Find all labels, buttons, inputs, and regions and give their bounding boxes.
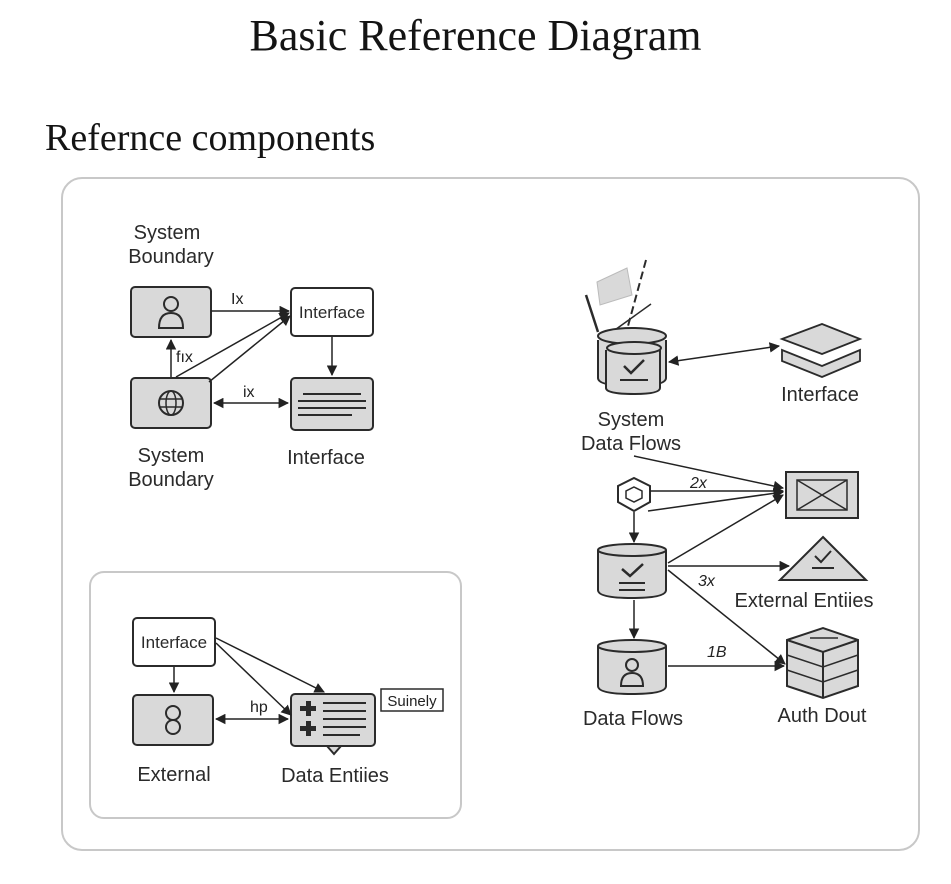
callout-label: Suinely: [387, 693, 437, 710]
inner-interface-label: Interface: [141, 633, 207, 652]
system-data-flows-label-1: System: [598, 409, 665, 431]
page-title: Basic Reference Diagram: [249, 11, 702, 60]
system-data-flows-label-2: Data Flows: [581, 433, 681, 455]
external-label: External: [137, 764, 210, 786]
right-interface-label: Interface: [781, 384, 859, 406]
edge-label-1: Ix: [231, 291, 243, 308]
edge-top-to-envelope: [633, 455, 785, 492]
system-boundary-top-label-1: System: [134, 222, 201, 244]
edge-label-hp: hp: [250, 699, 268, 716]
data-flows-label: Data Flows: [583, 708, 683, 730]
user-icon: [619, 658, 645, 687]
edge-label-3x: 3x: [698, 573, 716, 590]
text-lines-icon: [323, 702, 366, 736]
edge-label-3: ix: [243, 384, 255, 401]
layers-node[interactable]: [779, 323, 863, 378]
user-store-node[interactable]: [597, 639, 667, 696]
edge-database-layers: [667, 342, 781, 366]
edge-inner-interface-to-data-a: [215, 637, 325, 693]
edge-globe-to-interface-b: [208, 315, 291, 383]
loop-icon: [165, 705, 181, 735]
edge-label-1b: 1B: [707, 644, 727, 661]
globe-node[interactable]: [130, 377, 212, 429]
user-icon: [157, 296, 185, 329]
data-store-node[interactable]: [597, 543, 667, 600]
interface-node-label: Interface: [299, 303, 365, 322]
interface-bottom-label: Interface: [287, 447, 365, 469]
check-icon: [621, 563, 644, 578]
edge-hex-to-envelope-b: [647, 488, 785, 512]
envelope-node[interactable]: [785, 471, 859, 519]
server-stack-node[interactable]: [786, 626, 859, 700]
check-icon: [814, 550, 832, 564]
document-node[interactable]: [290, 377, 374, 431]
edge-label-2x: 2x: [689, 475, 708, 492]
data-entities-node[interactable]: [290, 693, 376, 756]
external-node[interactable]: [132, 694, 214, 746]
check-icon: [623, 359, 645, 375]
data-entities-label: Data Entiies: [281, 765, 389, 787]
flag-icon: [584, 259, 652, 333]
inner-interface-node[interactable]: Interface: [132, 617, 216, 667]
system-boundary-bottom-label-1: System: [138, 445, 205, 467]
system-database-node[interactable]: [597, 327, 667, 396]
external-entities-label: External Entiies: [735, 590, 874, 612]
callout-box: Suinely: [380, 688, 444, 712]
text-lines-icon: [298, 393, 366, 416]
edge-store-to-envelope: [667, 494, 784, 564]
auth-dout-label: Auth Dout: [778, 705, 867, 727]
globe-icon: [158, 390, 184, 416]
interface-node[interactable]: Interface: [290, 287, 374, 337]
edge-store-to-server: [667, 569, 786, 665]
outer-panel: [61, 177, 920, 851]
hexagon-node[interactable]: [617, 476, 651, 513]
inner-panel: [89, 571, 462, 819]
section-heading: Refernce components: [45, 117, 376, 159]
edge-label-2: fıx: [176, 349, 193, 366]
edge-inner-interface-to-data-b: [215, 642, 292, 716]
system-boundary-bottom-label-2: Boundary: [128, 469, 214, 491]
cross-icon: [300, 701, 316, 736]
triangle-node[interactable]: [777, 535, 869, 581]
edge-globe-to-interface-a: [175, 312, 290, 378]
user-node[interactable]: [130, 286, 212, 338]
system-boundary-top-label-2: Boundary: [128, 246, 214, 268]
